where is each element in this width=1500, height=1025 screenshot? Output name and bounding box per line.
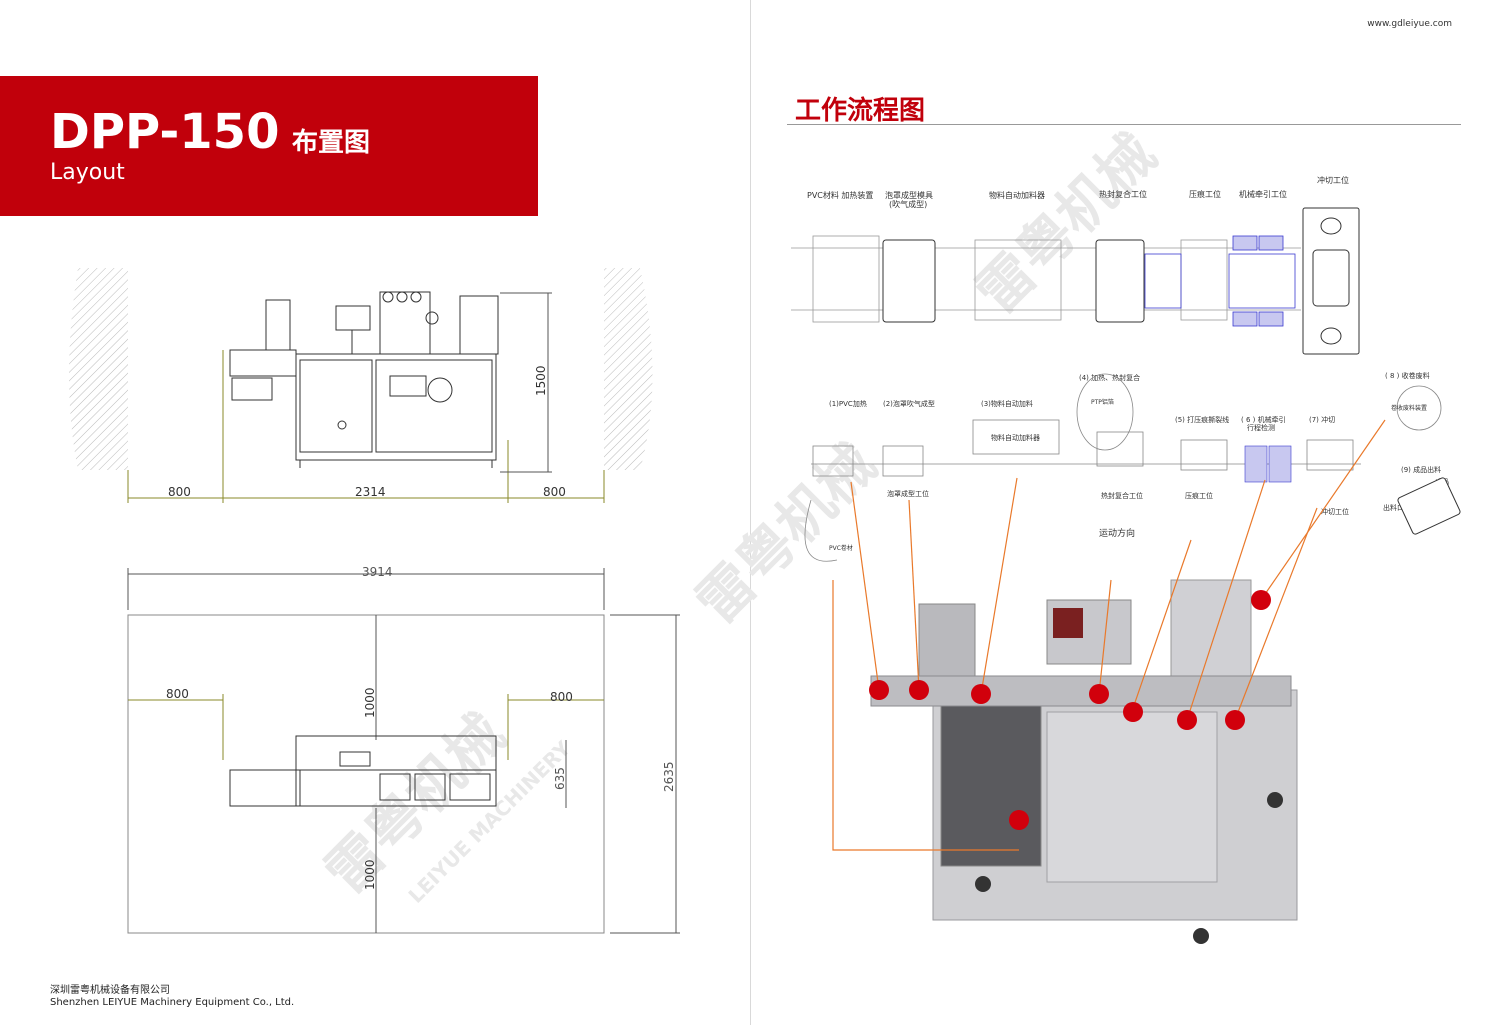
top-dim-bottom: 1000 xyxy=(363,859,377,890)
front-dim-height: 1500 xyxy=(534,365,548,396)
label-punch: 冲切工位 xyxy=(1317,175,1349,185)
label-auto-feed: 物料自动加料器 xyxy=(989,190,1045,200)
label-blister-mold-sub: (吹气成型) xyxy=(889,199,927,209)
layout-page: DPP-150 布置图 Layout 雷粤机械 LEIYUE MACHINERY xyxy=(0,76,680,1009)
blister-mold-plate xyxy=(882,207,1360,355)
step-9: (9) 成品出料 xyxy=(1401,465,1441,474)
top-dim-top: 1000 xyxy=(363,687,377,718)
step-6b: 行程检测 xyxy=(1247,423,1275,432)
step-1: (1)PVC加热 xyxy=(829,399,867,408)
step-8: ( 8 ) 收卷废料 xyxy=(1385,371,1430,380)
top-dim-depth: 2635 xyxy=(662,761,676,792)
label-traction: 机械牵引工位 xyxy=(1239,189,1287,199)
title-en: Layout xyxy=(50,160,125,185)
step-2: (2)泡罩吹气成型 xyxy=(883,399,935,408)
front-dim-machine: 2314 xyxy=(355,485,386,499)
title-rule xyxy=(787,124,1461,125)
flow-diagram: PVC材料 加热装置 泡罩成型模具 (吹气成型) 物料自动加料器 热封复合工位 … xyxy=(791,175,1461,944)
machine-top-outline xyxy=(229,735,497,807)
process-line xyxy=(804,373,1442,562)
top-dim-left: 800 xyxy=(166,687,189,701)
title-cn: 布置图 xyxy=(292,128,371,158)
flow-arrows xyxy=(832,419,1386,851)
page-spine xyxy=(750,0,751,1025)
form-station-label: 泡罩成型工位 xyxy=(887,489,929,498)
title-banner: DPP-150 布置图 Layout xyxy=(0,76,538,216)
website-url: www.gdleiyue.com xyxy=(1367,19,1452,29)
product-tray xyxy=(1397,477,1461,535)
station-markers xyxy=(869,590,1271,830)
seal-station-label: 热封复合工位 xyxy=(1101,491,1143,500)
step-5: (5) 打压痕撕裂线 xyxy=(1175,415,1229,424)
label-blister-mold: 泡罩成型模具 xyxy=(885,190,933,200)
front-dim-right: 800 xyxy=(543,485,566,499)
punch-station-label: 冲切工位 xyxy=(1321,507,1349,516)
film-strip-top xyxy=(791,235,1301,323)
pvc-roll-label: PVC卷材 xyxy=(829,544,853,552)
label-pvc-heat: PVC材料 加热装置 xyxy=(807,190,873,200)
emboss-station-label: 压痕工位 xyxy=(1185,491,1213,500)
step-4: (4) 加热、热封复合 xyxy=(1079,373,1140,382)
step-3: (3)物料自动加料 xyxy=(981,399,1033,408)
machine-photo xyxy=(870,579,1298,944)
left-wall xyxy=(69,268,128,470)
top-dim-width: 635 xyxy=(553,767,567,790)
company-name-en: Shenzhen LEIYUE Machinery Equipment Co.,… xyxy=(50,997,295,1008)
waste-reel-label: 卷收废料装置 xyxy=(1391,404,1427,412)
company-info: 深圳雷粤机械设备有限公司 Shenzhen LEIYUE Machinery E… xyxy=(50,985,294,1009)
front-view-drawing: 800 2314 800 1500 xyxy=(69,268,653,503)
top-view-drawing: 3914 800 800 1000 1000 635 2635 xyxy=(127,565,680,934)
front-dim-left: 800 xyxy=(168,485,191,499)
model-number: DPP-150 xyxy=(50,104,280,160)
machine-front-outline xyxy=(229,291,499,468)
step-7: (7) 冲切 xyxy=(1309,415,1335,424)
label-emboss: 压痕工位 xyxy=(1189,189,1221,199)
ptp-foil-label: PTP铝箔 xyxy=(1091,398,1114,406)
flow-title: 工作流程图 xyxy=(795,96,926,126)
top-dim-right: 800 xyxy=(550,690,573,704)
top-dim-total: 3914 xyxy=(362,565,393,579)
direction-label: 运动方向 xyxy=(1099,527,1135,539)
label-heat-seal: 热封复合工位 xyxy=(1099,189,1147,199)
step-6a: ( 6 ) 机械牵引 xyxy=(1241,415,1286,424)
blister-pattern xyxy=(1144,235,1296,327)
flow-page: www.gdleiyue.com 工作流程图 雷粤机械 雷粤机械 PVC材料 加… xyxy=(684,0,1500,1025)
company-name-cn: 深圳雷粤机械设备有限公司 xyxy=(50,985,170,996)
outlet-label: 出料口 xyxy=(1383,503,1404,512)
feeder-box-label: 物料自动加料器 xyxy=(991,433,1040,442)
right-wall xyxy=(604,268,653,470)
